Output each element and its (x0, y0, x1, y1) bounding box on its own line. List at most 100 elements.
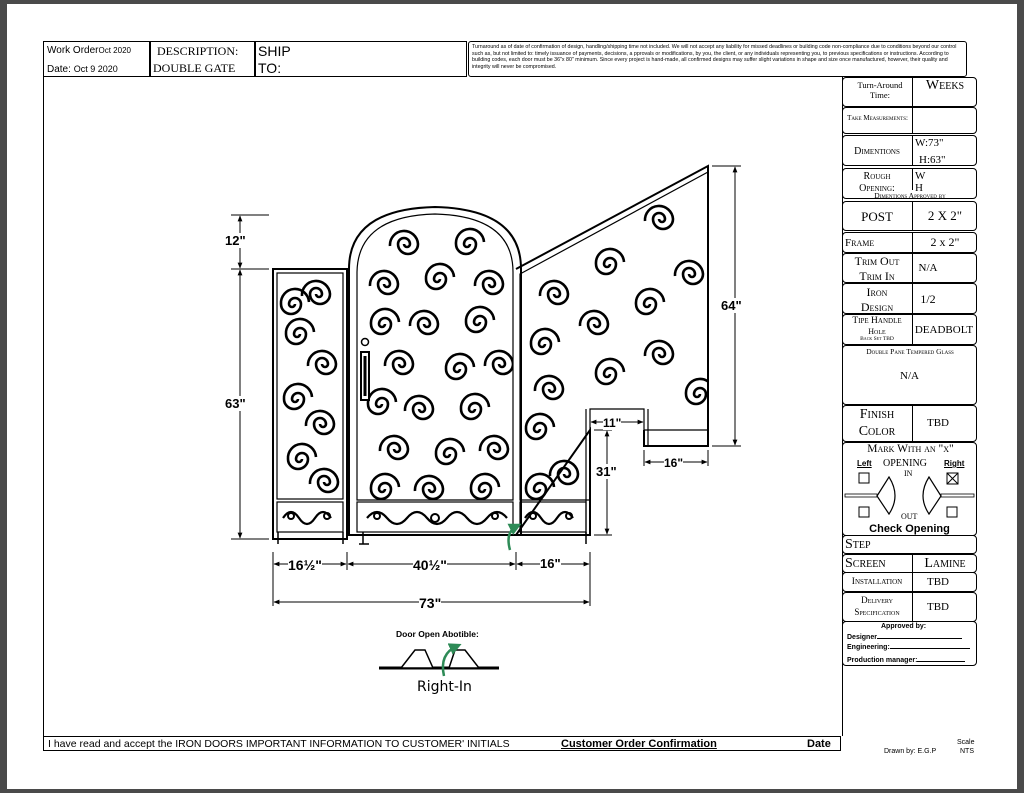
finish-value: TBD (927, 417, 949, 429)
dim-12: 12" (225, 233, 246, 248)
date-value: Oct 9 2020 (73, 64, 118, 74)
ship-to-box: SHIP TO: (255, 41, 467, 77)
installation-label: Installation (851, 577, 903, 587)
dims-approved-label: Dimentions Approved by (874, 191, 946, 200)
backset-label: Back Set TBD (860, 336, 894, 342)
dim-40-half: 40½" (413, 557, 447, 573)
dimentions-label: Dimentions (854, 146, 900, 157)
engineering-label: Engineering: (847, 644, 890, 651)
dim-16-right: 16" (664, 456, 684, 470)
work-order-box: Work OrderOct 2020 Date: Oct 9 2020 (43, 41, 150, 77)
turnaround-value: Weeks (925, 78, 965, 93)
check-opening-label: Check Opening (869, 523, 950, 535)
left-kickplate-scroll (282, 510, 332, 526)
glass-cell: Double Pane Tempered Glass N/A (842, 345, 977, 405)
right-in-arrow-icon (441, 643, 462, 677)
dim-63: 63" (225, 396, 246, 411)
approved-by-label: Approved by: (881, 623, 927, 630)
trim-in-label: Trim In (859, 269, 895, 283)
to-label: TO: (258, 60, 282, 76)
center-gate (348, 205, 522, 545)
handle-value: DEADBOLT (914, 324, 974, 336)
checkbox-left-in[interactable] (858, 472, 870, 484)
frame-value: 2 x 2" (930, 235, 960, 249)
dim-16-half: 16½" (288, 557, 322, 573)
finish-label: Finish (859, 407, 895, 422)
take-measurements-label: Take Measurements: (847, 114, 908, 122)
checkbox-right-out[interactable] (946, 506, 958, 518)
opening-diagram (844, 472, 975, 518)
screen-value: Lamine (924, 556, 966, 571)
dimentions-width: W:73" (915, 137, 944, 149)
dim-31: 31" (596, 464, 617, 479)
take-measurements-cell: Take Measurements: (842, 107, 977, 134)
iron-label: Iron (866, 285, 888, 299)
turnaround-label: Turn-Around Time: (857, 80, 903, 100)
rough-height: H (915, 182, 923, 194)
wall-left (844, 493, 878, 498)
opening-label: OPENING (883, 458, 927, 469)
right-panel (507, 164, 709, 551)
rough-opening-cell: Rough Opening: W H Dimentions Approved b… (842, 168, 977, 199)
rough-width: W (915, 170, 926, 182)
description-box: DESCRIPTION: DOUBLE GATE (150, 41, 255, 77)
frame-cell: Frame 2 x 2" (842, 232, 977, 253)
frame-label: Frame (845, 237, 875, 249)
post-label: POST (861, 209, 893, 224)
designer-label: Designer (847, 634, 877, 641)
right-kickplate-scroll (524, 510, 574, 526)
gate-drawing (231, 164, 741, 677)
installation-cell: Installation TBD (842, 572, 977, 592)
in-label: IN (904, 469, 913, 478)
door-open-label: Door Open Abotible: (396, 629, 479, 639)
dim-73: 73" (419, 595, 442, 611)
post-cell: POST 2 X 2" (842, 201, 977, 231)
left-label: Left (857, 459, 872, 468)
production-manager-label: Production manager: (847, 657, 918, 664)
right-in-label: Right-In (417, 679, 472, 695)
out-label: OUT (901, 512, 918, 521)
disclaimer-box: Turnaround as of date of confirmation of… (468, 41, 967, 77)
right-label: Right (944, 459, 965, 468)
drawn-by: Drawn by: E.G.P (884, 748, 937, 755)
dim-11: 11" (603, 416, 622, 430)
step-label: Step (845, 537, 871, 552)
description-value: DOUBLE GATE (153, 61, 236, 75)
checkbox-left-out[interactable] (858, 506, 870, 518)
turnaround-cell: Turn-Around Time: Weeks (842, 77, 977, 107)
step-cell: Step (842, 535, 977, 554)
rough-opening-label: Rough Opening: (859, 171, 895, 194)
work-order-value: Oct 2020 (98, 46, 131, 55)
handle-cell: Tipe Handle Hole Back Set TBD DEADBOLT (842, 314, 977, 345)
glass-label: Double Pane Tempered Glass (866, 347, 954, 356)
deadbolt-handle-icon[interactable] (360, 337, 370, 401)
right-swing-icon (922, 475, 942, 516)
work-order-sheet: Work OrderOct 2020 Date: Oct 9 2020 DESC… (7, 4, 1017, 789)
iron-design-cell: Iron Design 1/2 (842, 283, 977, 314)
trim-out-label: Trim Out (854, 254, 900, 268)
dim-16-bottom: 16" (540, 556, 561, 571)
installation-value: TBD (927, 576, 949, 588)
work-order-label: Work Order (47, 45, 99, 56)
trim-value: N/A (918, 262, 938, 274)
specification-label: Specification (854, 607, 900, 617)
delivery-cell: Delivery Specification TBD (842, 592, 977, 622)
checkbox-right-x-mark-2 (946, 472, 959, 485)
dimentions-height: H:63" (919, 154, 946, 166)
dim-64: 64" (721, 298, 742, 313)
door-open-diagram (379, 643, 499, 677)
screen-label: Screen (845, 556, 886, 571)
scale-label: Scale (957, 739, 975, 746)
glass-value: N/A (900, 370, 919, 382)
scale-value: NTS (960, 748, 974, 755)
trim-cell: Trim Out Trim In N/A (842, 253, 977, 283)
delivery-label: Delivery (861, 595, 893, 605)
opening-cell: Mark With an "x" Left OPENING Right IN O… (842, 442, 977, 536)
left-swing-icon (876, 475, 896, 516)
left-panel (272, 268, 348, 544)
mark-label: Mark With an "x" (867, 443, 954, 455)
swing-arrow-icon (507, 523, 522, 551)
hole-label: Hole (868, 327, 886, 336)
ship-label: SHIP (258, 43, 291, 59)
screen-cell: Screen Lamine (842, 554, 977, 573)
